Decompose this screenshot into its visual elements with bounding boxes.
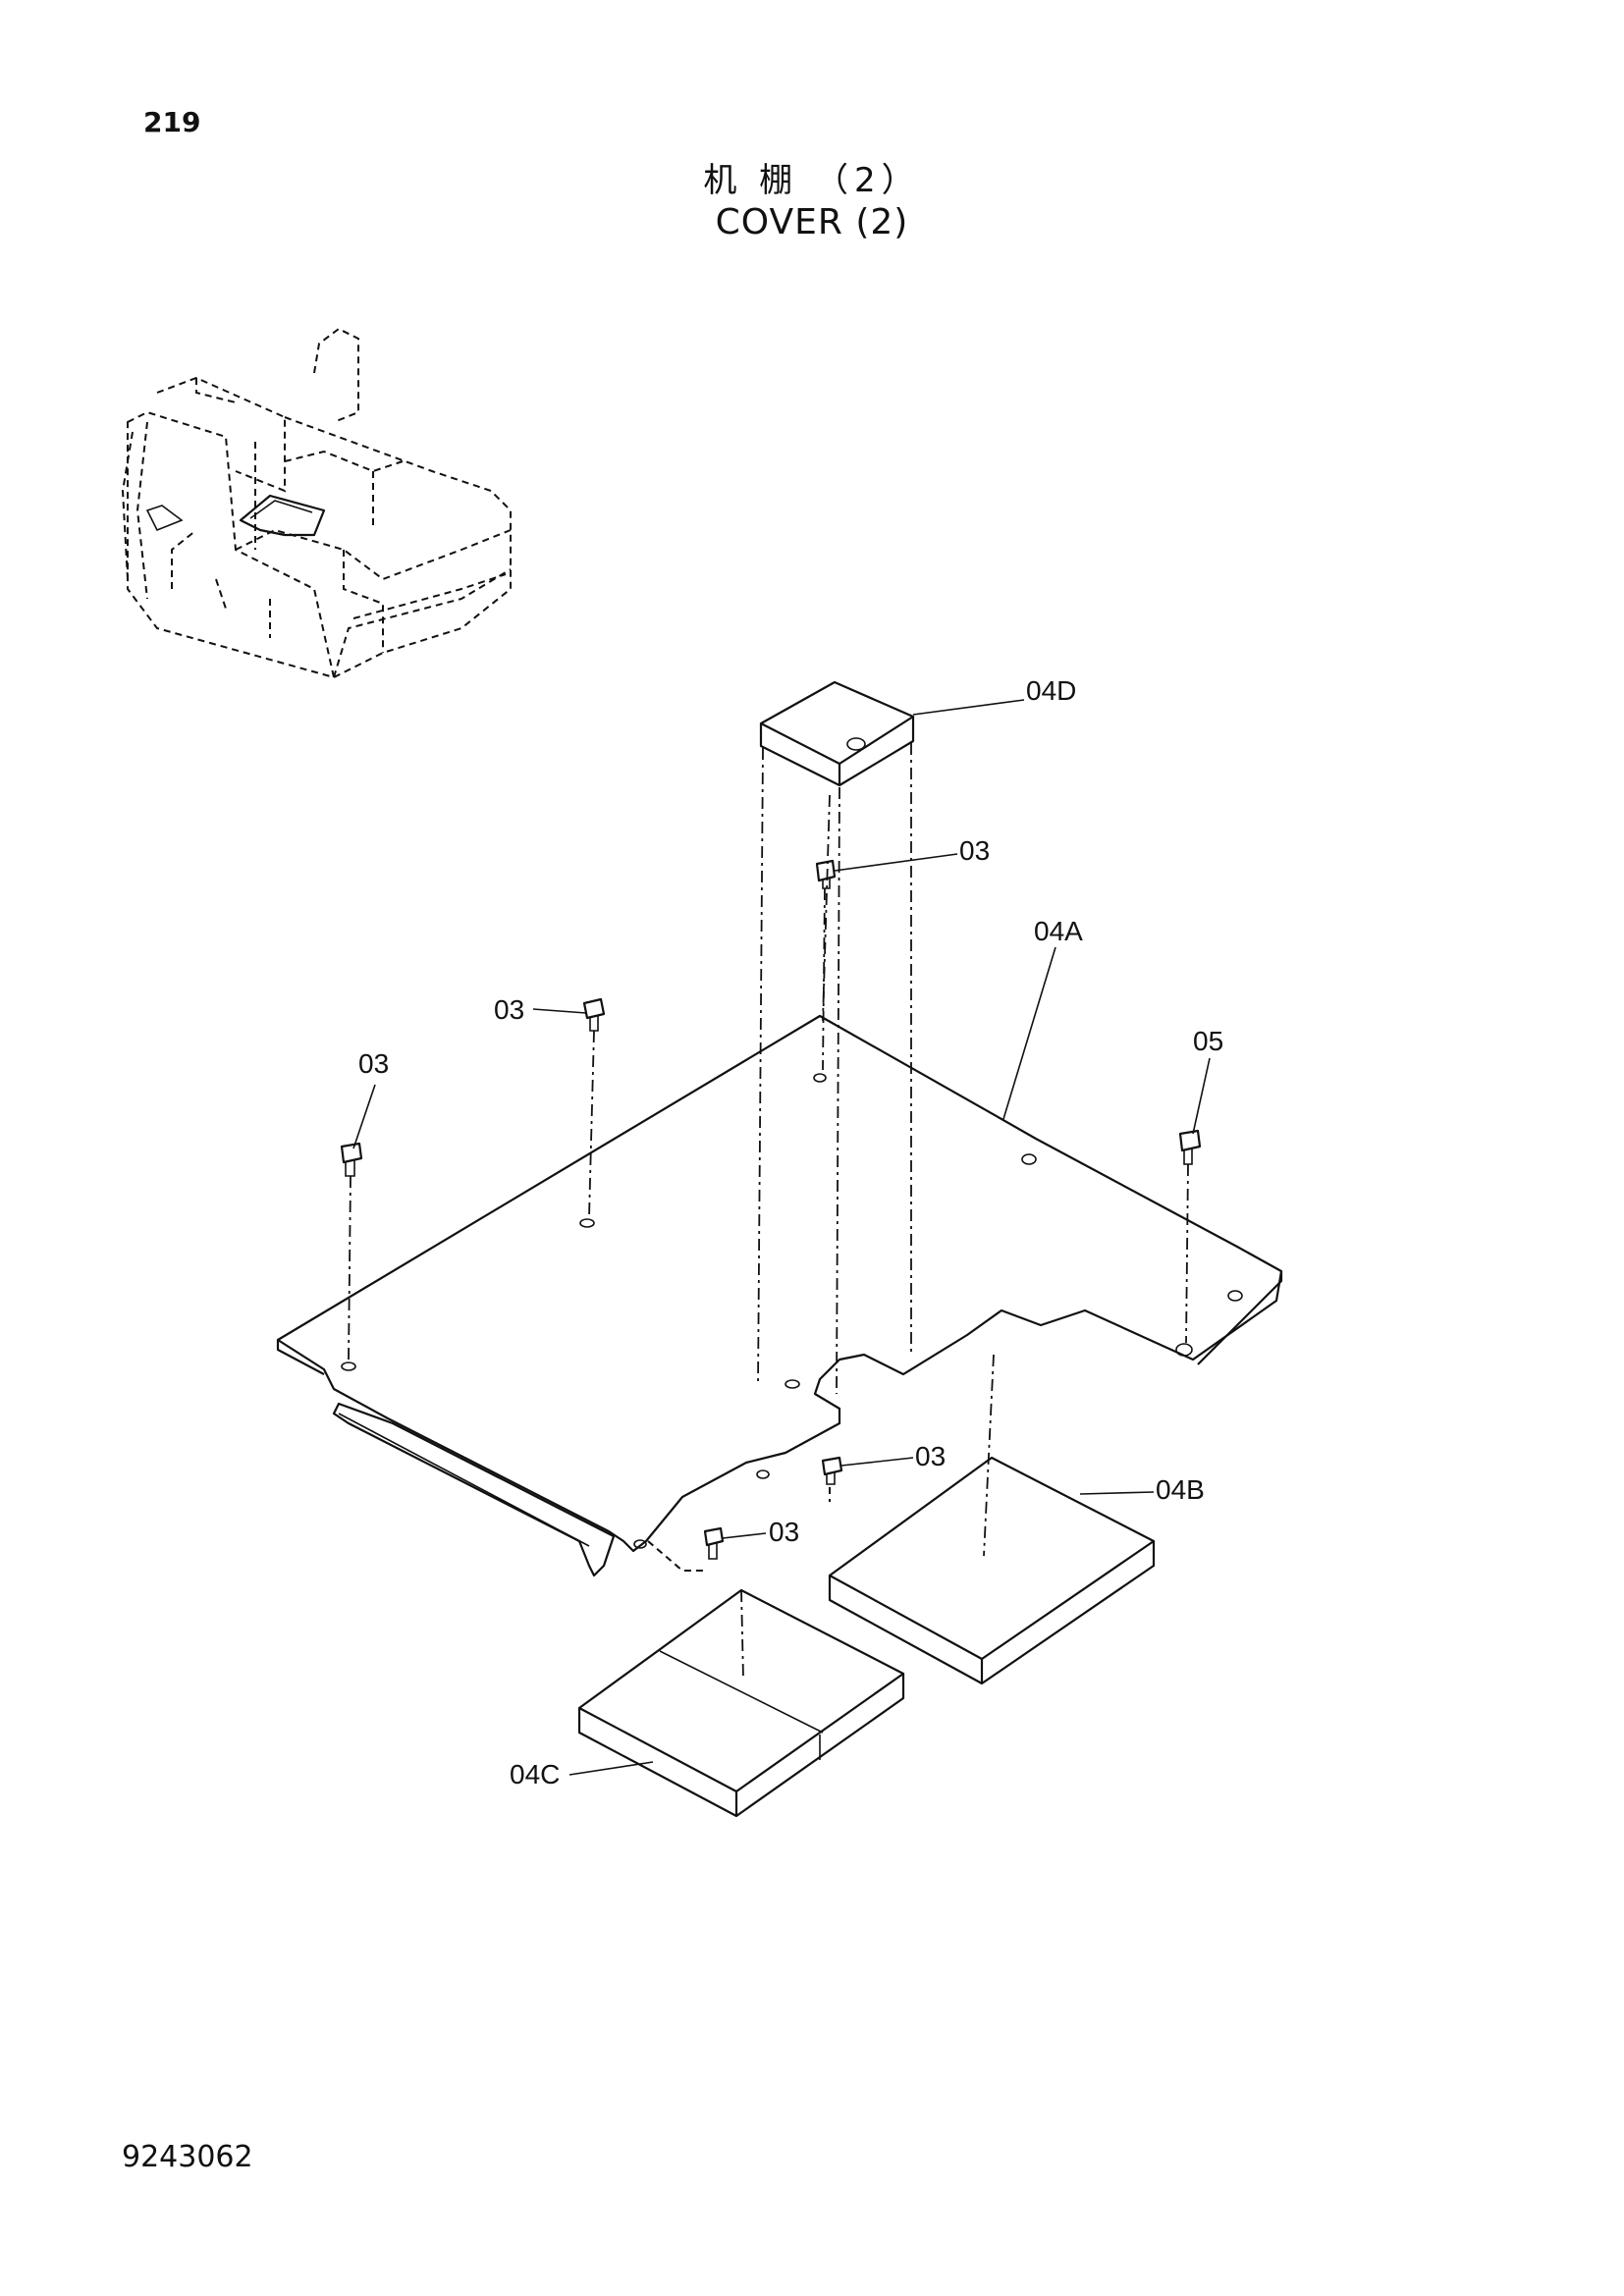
bolt-03-lower [647,1526,725,1572]
callout-04C: 04C [510,1759,560,1789]
bolt-03-top [813,859,837,1083]
bolt-03-left-mid [582,997,606,1218]
callout-03-top: 03 [959,835,990,866]
callout-04A: 04A [1034,916,1083,946]
callout-03-left: 03 [358,1048,389,1079]
callout-05: 05 [1193,1026,1223,1056]
callout-04B: 04B [1156,1474,1205,1505]
title-chinese: 机 棚 （2） [703,161,921,200]
callout-03-lower: 03 [769,1517,799,1547]
part-04B-pad [828,1354,1156,1685]
callout-03-lower-right: 03 [915,1441,946,1471]
callout-03-left-mid: 03 [494,994,524,1025]
bolt-03-lower-right [821,1456,843,1502]
part-04A-floor-plate [276,1014,1283,1577]
machine-locator-thumbnail [121,327,512,679]
part-04C-pad [577,1588,905,1818]
drawing-id: 9243062 [122,2140,253,2174]
bolt-03-left [340,1142,363,1361]
callout-04D: 04D [1026,675,1076,706]
part-04D-duct [757,680,915,1395]
leader-lines [352,699,1211,1776]
page-number: 219 [143,106,201,138]
bolt-05-right [1178,1129,1202,1344]
title-english: COVER (2) [715,202,909,242]
